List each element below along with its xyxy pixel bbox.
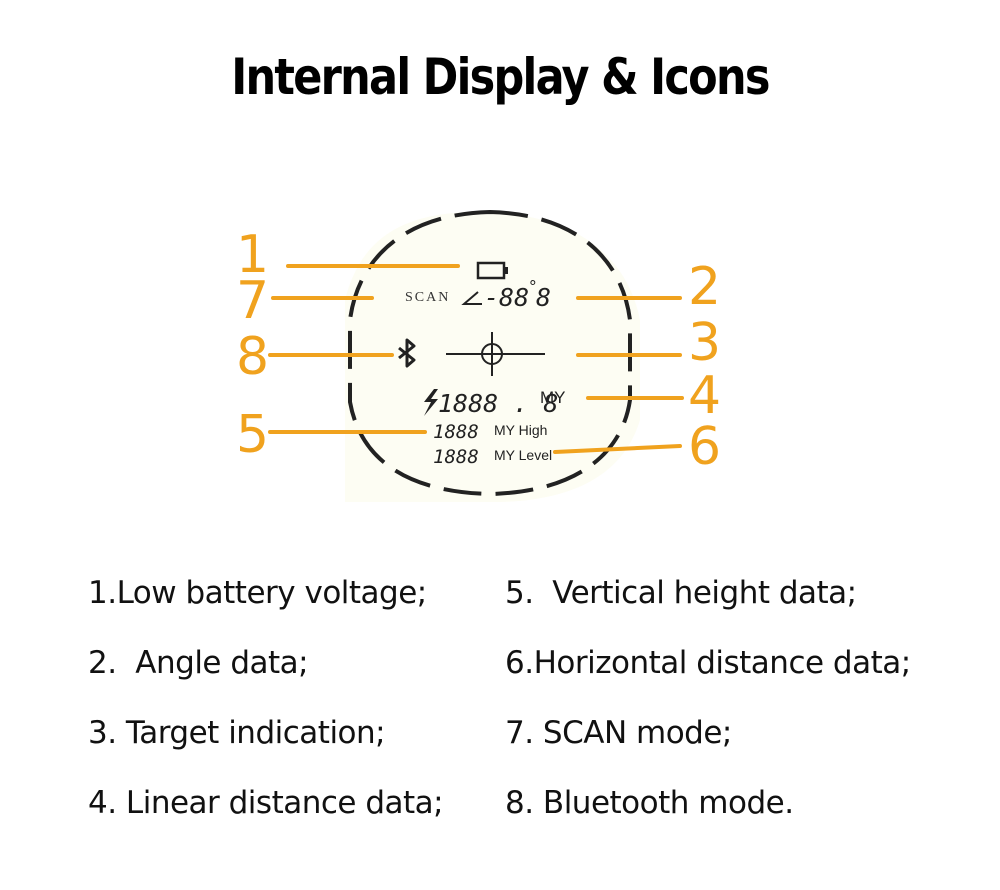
callout-number-5: 5 — [236, 405, 269, 465]
angle-readout: -88 — [484, 283, 529, 312]
callout-lines — [268, 264, 684, 454]
callout-number-6: 6 — [688, 417, 721, 477]
level-label: MY Level — [494, 447, 552, 463]
legend-item: 5. Vertical height data; — [505, 575, 857, 611]
display-diagram: SCAN -88 ° 8 1888 . 8 MY 1888 MY High 18… — [236, 209, 721, 502]
callout-number-7: 7 — [236, 271, 269, 331]
legend-item: 8. Bluetooth mode. — [505, 785, 794, 821]
level-readout: 1888 — [433, 446, 479, 468]
crosshair-icon — [446, 332, 545, 376]
callout-number-3: 3 — [688, 313, 721, 373]
angle-icon — [461, 291, 482, 305]
battery-icon — [476, 261, 508, 280]
distance-readout: 1888 . 8 — [438, 389, 558, 418]
laser-icon — [424, 389, 438, 416]
legend-item: 3. Target indication; — [88, 715, 386, 751]
legend: 1.Low battery voltage; 2. Angle data; 3.… — [0, 560, 1000, 860]
legend-item: 6.Horizontal distance data; — [505, 645, 911, 681]
callout-number-8: 8 — [236, 327, 269, 387]
angle-decimal: 8 — [536, 283, 551, 312]
distance-unit: MY — [540, 388, 566, 407]
callout-number-2: 2 — [688, 257, 721, 317]
scan-label: SCAN — [405, 290, 450, 305]
legend-item: 4. Linear distance data; — [88, 785, 444, 821]
bluetooth-icon — [398, 338, 416, 368]
height-readout: 1888 — [433, 421, 479, 443]
legend-item: 2. Angle data; — [88, 645, 309, 681]
callout-number-4: 4 — [688, 366, 721, 426]
angle-unit: ° — [528, 277, 538, 296]
callout-line-6 — [553, 444, 682, 454]
legend-item: 7. SCAN mode; — [505, 715, 732, 751]
legend-item: 1.Low battery voltage; — [88, 575, 427, 611]
callout-number-1: 1 — [236, 225, 269, 285]
height-label: MY High — [494, 422, 547, 438]
page-title: Internal Display & Icons — [231, 48, 770, 106]
